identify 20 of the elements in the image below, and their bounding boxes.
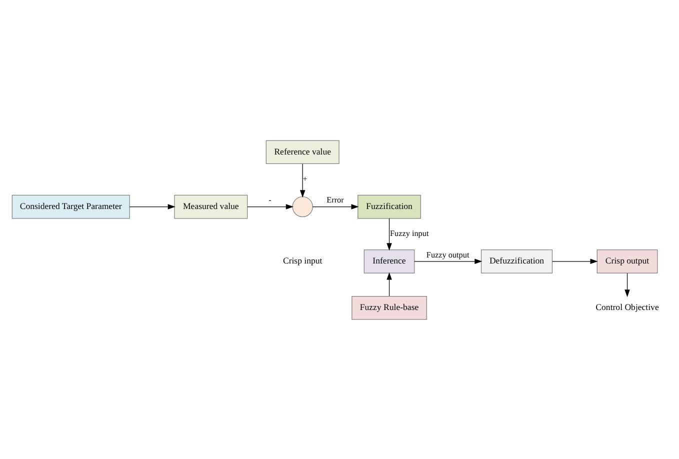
arrow xyxy=(624,272,630,297)
arrow xyxy=(414,258,482,264)
node-box: Defuzzification xyxy=(480,248,553,273)
node-box: Fuzzification xyxy=(358,194,421,218)
node-box: Fuzzy Rule-base xyxy=(352,295,427,320)
label: Crisp input xyxy=(282,255,322,266)
arrow xyxy=(552,258,598,264)
node-text: Control Objective xyxy=(596,302,659,312)
node-box: Crisp output xyxy=(596,248,658,273)
arrow xyxy=(312,204,359,209)
arrow xyxy=(247,204,294,209)
node-box: Measured value xyxy=(174,194,248,218)
node-box: Reference value xyxy=(266,140,340,164)
arrow xyxy=(300,163,306,198)
node-circle xyxy=(292,196,313,217)
node-box: Inference xyxy=(364,248,415,273)
arrow xyxy=(386,218,392,250)
arrow xyxy=(386,272,392,296)
node-box: Considered Target Parameter xyxy=(12,194,130,218)
arrow xyxy=(129,204,176,209)
